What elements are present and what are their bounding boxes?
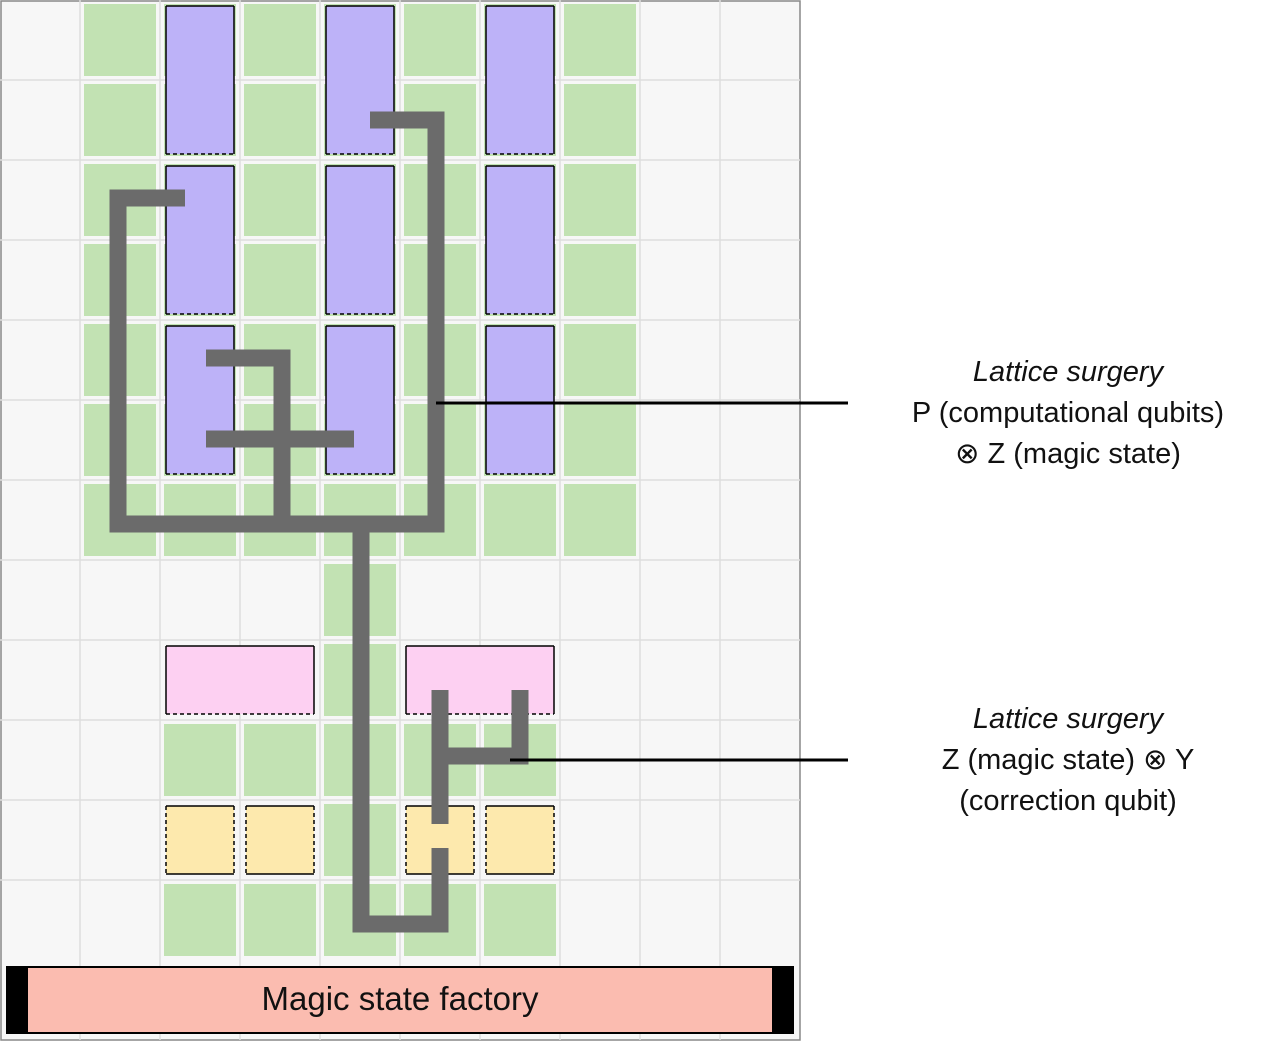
routing-tile xyxy=(564,244,636,316)
magic-state-factory-label: Magic state factory xyxy=(261,980,539,1017)
routing-tile xyxy=(244,244,316,316)
routing-tile xyxy=(564,84,636,156)
computational-qubit xyxy=(165,5,235,155)
callout-2-title: Lattice surgery xyxy=(972,703,1164,735)
routing-tile xyxy=(564,404,636,476)
routing-tile xyxy=(244,724,316,796)
routing-tile xyxy=(484,484,556,556)
routing-tile xyxy=(564,164,636,236)
computational-qubit-fill xyxy=(166,326,234,474)
computational-qubit-fill xyxy=(486,6,554,154)
callout-2-line-1: Z (magic state) ⊗ Y xyxy=(941,744,1195,776)
surgery-path-branch-upper xyxy=(206,349,291,524)
callout-2-line-2: (correction qubit) xyxy=(959,785,1177,817)
callout-1-line-1: P (computational qubits) xyxy=(911,397,1225,429)
routing-tile xyxy=(84,84,156,156)
routing-tile xyxy=(564,324,636,396)
routing-tile xyxy=(164,724,236,796)
computational-qubit-fill xyxy=(486,326,554,474)
callout-lattice-surgery-z-y: Lattice surgery Z (magic state) ⊗ Y (cor… xyxy=(858,699,1278,822)
magic-state xyxy=(165,645,315,715)
computational-qubit-fill xyxy=(166,6,234,154)
magic-state-fill xyxy=(406,646,554,714)
correction-qubit xyxy=(165,805,235,875)
computational-qubit xyxy=(485,325,555,475)
magic-state-factory xyxy=(28,968,772,1032)
computational-qubit xyxy=(325,165,395,315)
computational-qubit-fill xyxy=(166,166,234,314)
computational-qubit xyxy=(325,5,395,155)
computational-qubit xyxy=(165,165,235,315)
routing-tile xyxy=(564,4,636,76)
correction-qubit-fill xyxy=(246,806,314,874)
correction-qubit-fill xyxy=(166,806,234,874)
computational-qubit-fill xyxy=(326,326,394,474)
routing-tile xyxy=(84,4,156,76)
computational-qubit-fill xyxy=(326,6,394,154)
correction-qubit xyxy=(245,805,315,875)
correction-qubit xyxy=(485,805,555,875)
routing-tile xyxy=(164,884,236,956)
callout-lattice-surgery-p-z: Lattice surgery P (computational qubits)… xyxy=(858,352,1278,475)
routing-tile xyxy=(244,884,316,956)
surgery-path-trunk xyxy=(352,524,449,933)
routing-tile xyxy=(244,164,316,236)
routing-tile xyxy=(244,84,316,156)
computational-qubit-fill xyxy=(326,166,394,314)
computational-qubit xyxy=(325,325,395,475)
computational-qubit-fill xyxy=(486,166,554,314)
correction-qubit-fill xyxy=(486,806,554,874)
computational-qubit xyxy=(485,5,555,155)
routing-tile xyxy=(244,4,316,76)
surgery-path-magic-right xyxy=(440,690,529,765)
magic-state-fill xyxy=(166,646,314,714)
routing-tile xyxy=(564,484,636,556)
callout-1-title: Lattice surgery xyxy=(972,356,1164,388)
routing-tile xyxy=(404,4,476,76)
computational-qubit xyxy=(485,165,555,315)
magic-state xyxy=(405,645,555,715)
callout-1-line-2: ⊗ Z (magic state) xyxy=(955,438,1181,470)
routing-tile xyxy=(484,884,556,956)
computational-qubit xyxy=(165,325,235,475)
